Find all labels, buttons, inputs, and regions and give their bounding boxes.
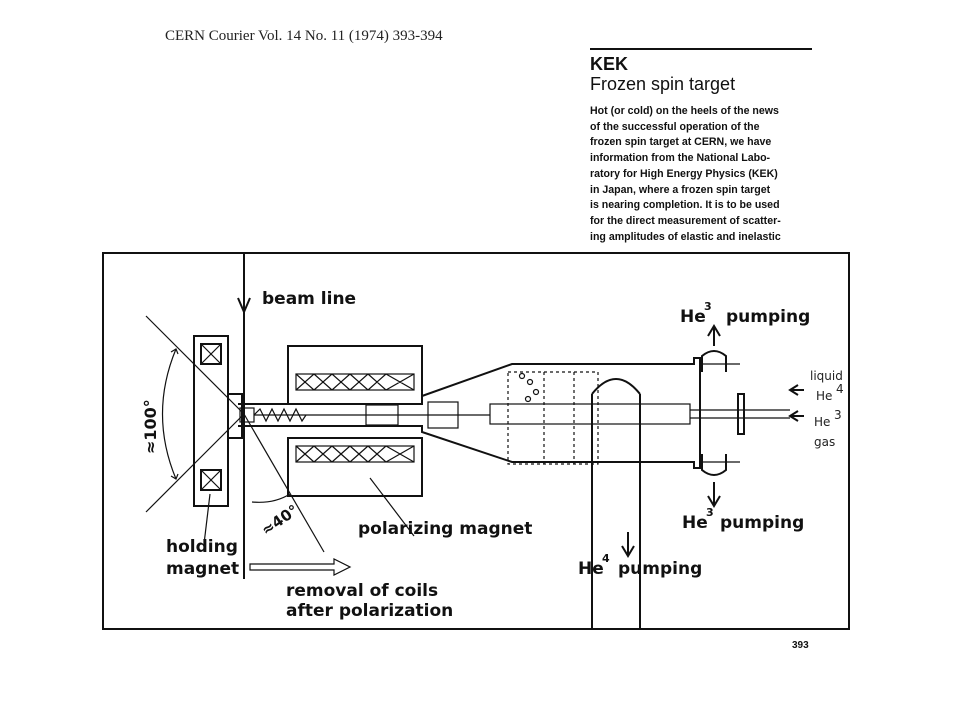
he3-top-symbol: He xyxy=(680,307,706,327)
he3-top-text: pumping xyxy=(726,307,810,327)
label-pointers xyxy=(203,477,415,545)
he3-bottom-superscript: 3 xyxy=(706,506,714,519)
liquid-he-superscript: 4 xyxy=(836,382,844,396)
removal-arrow xyxy=(249,558,352,576)
body-line: is nearing completion. It is to be used xyxy=(590,199,780,212)
target-diagram: beam line ≈100° ≈40° holding magnet pola… xyxy=(141,254,844,628)
gas-label: gas xyxy=(814,435,835,449)
cryostat-body xyxy=(238,357,790,469)
article-title: Frozen spin target xyxy=(590,74,736,94)
angle-40-label: ≈40° xyxy=(258,501,302,539)
gas-he-superscript: 3 xyxy=(834,408,842,422)
he3-pumping-bottom-label: He 3 pumping xyxy=(682,506,804,533)
holding-magnet-shape xyxy=(193,335,243,507)
beam-line-label: beam line xyxy=(262,289,356,309)
top-rule xyxy=(590,48,812,50)
article-kicker: KEK xyxy=(590,54,629,74)
beam-line-axis xyxy=(237,254,251,579)
he4-superscript: 4 xyxy=(602,552,610,565)
angle-100-label: ≈100° xyxy=(141,399,160,454)
he3-bottom-symbol: He xyxy=(682,513,708,533)
liquid-he-symbol: He xyxy=(816,389,832,403)
gas-he-symbol: He xyxy=(814,415,830,429)
pumping-pipes xyxy=(591,324,804,628)
he4-symbol: He xyxy=(578,559,604,579)
journal-citation: CERN Courier Vol. 14 No. 11 (1974) 393-3… xyxy=(165,28,443,44)
liquid-label: liquid xyxy=(810,369,843,383)
body-line: frozen spin target at CERN, we have xyxy=(590,136,772,149)
he3-top-superscript: 3 xyxy=(704,300,712,313)
body-line: Hot (or cold) on the heels of the news xyxy=(590,105,779,117)
body-line: ing amplitudes of elastic and inelastic xyxy=(590,230,781,243)
he4-pumping-label: He 4 pumping xyxy=(578,552,702,579)
he4-text: pumping xyxy=(618,559,702,579)
article-body: Hot (or cold) on the heels of the news o… xyxy=(590,104,812,245)
body-line: information from the National Labo- xyxy=(590,152,771,165)
polarizing-magnet-shape xyxy=(287,345,423,497)
angle-40-marker xyxy=(243,413,325,553)
removal-label-line2: after polarization xyxy=(286,601,453,621)
article-column: KEK Frozen spin target Hot (or cold) on … xyxy=(590,48,812,245)
he3-bottom-text: pumping xyxy=(720,513,804,533)
target-diagram-figure: beam line ≈100° ≈40° holding magnet pola… xyxy=(102,252,850,630)
angle-100-marker xyxy=(145,315,245,513)
body-line: in Japan, where a frozen spin target xyxy=(590,183,771,196)
holding-label-line2: magnet xyxy=(166,559,239,579)
holding-label-line1: holding xyxy=(166,537,238,557)
page-number: 393 xyxy=(792,640,809,651)
removal-label-line1: removal of coils xyxy=(286,581,438,601)
polarizing-magnet-label: polarizing magnet xyxy=(358,519,532,539)
body-line: of the successful operation of the xyxy=(590,120,760,133)
body-line: ratory for High Energy Physics (KEK) xyxy=(590,167,778,180)
body-line: for the direct measurement of scatter- xyxy=(590,214,781,227)
he3-pumping-top-label: He 3 pumping xyxy=(680,300,810,327)
